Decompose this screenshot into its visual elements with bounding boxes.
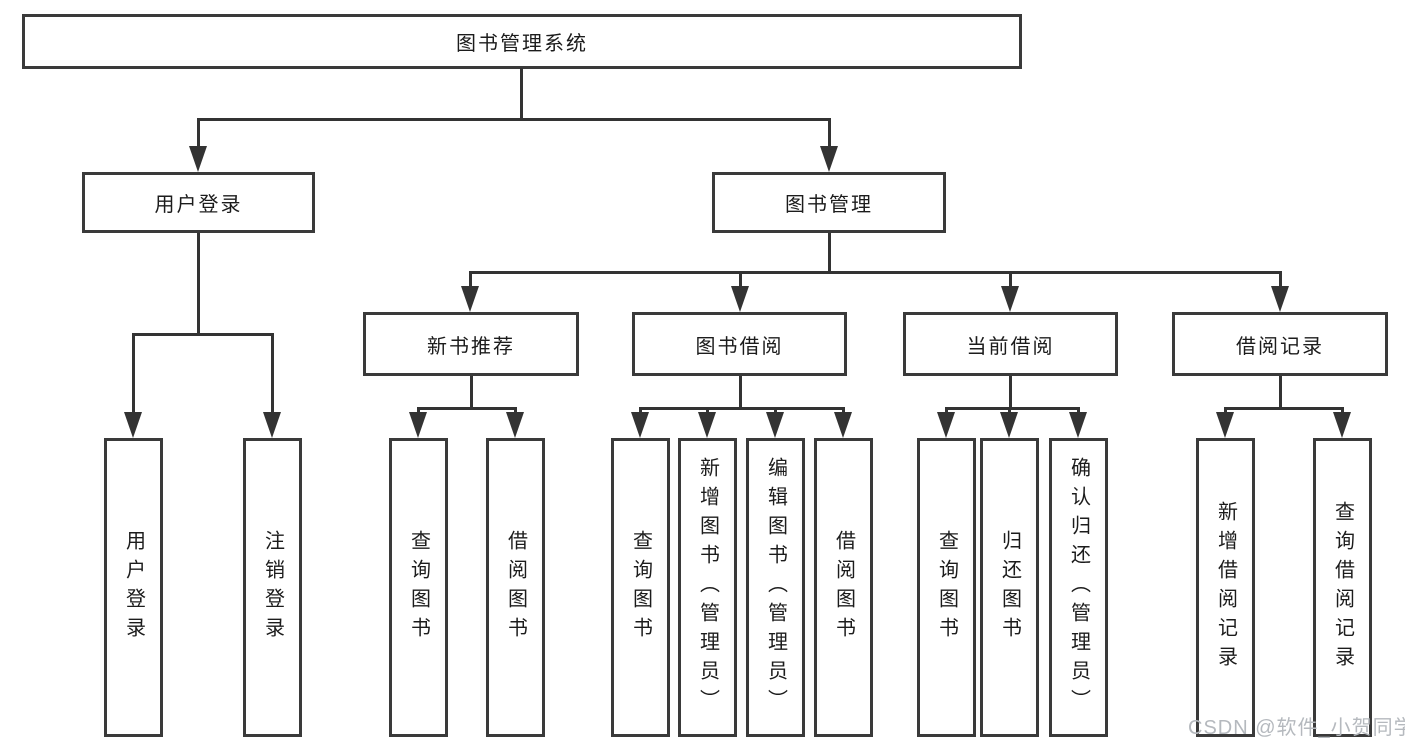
node-new-book-recommendation: 新书推荐	[363, 312, 579, 376]
arrow-down-icon	[834, 412, 852, 438]
arrow-down-icon	[1333, 412, 1351, 438]
connector-vline	[1279, 271, 1282, 289]
arrow-down-icon	[1001, 286, 1019, 312]
connector-hline	[469, 271, 1282, 274]
connector-vline	[1009, 271, 1012, 289]
connector-vline	[132, 333, 135, 416]
arrow-down-icon	[731, 286, 749, 312]
connector-vline	[197, 233, 200, 335]
leaf-edit-books-admin: 编辑图书（管理员）	[746, 438, 805, 737]
leaf-add-borrow-record: 新增借阅记录	[1196, 438, 1255, 737]
connector-hline	[639, 407, 845, 410]
leaf-logout: 注销登录	[243, 438, 302, 737]
leaf-return-books: 归还图书	[980, 438, 1039, 737]
connector-hline	[1224, 407, 1344, 410]
connector-vline	[828, 118, 831, 150]
arrow-down-icon	[766, 412, 784, 438]
leaf-query-borrow-record: 查询借阅记录	[1313, 438, 1372, 737]
connector-vline	[828, 233, 831, 274]
arrow-down-icon	[631, 412, 649, 438]
connector-vline	[197, 118, 200, 150]
leaf-user-login: 用户登录	[104, 438, 163, 737]
leaf-query-books-current: 查询图书	[917, 438, 976, 737]
connector-hline	[132, 333, 274, 336]
arrow-down-icon	[820, 146, 838, 172]
arrow-down-icon	[1069, 412, 1087, 438]
leaf-query-books-recommend: 查询图书	[389, 438, 448, 737]
connector-vline	[271, 333, 274, 416]
arrow-down-icon	[1271, 286, 1289, 312]
connector-hline	[197, 118, 831, 121]
leaf-query-books-borrow: 查询图书	[611, 438, 670, 737]
leaf-confirm-return-admin: 确认归还（管理员）	[1049, 438, 1108, 737]
connector-vline	[739, 376, 742, 410]
arrow-down-icon	[263, 412, 281, 438]
connector-vline	[1009, 376, 1012, 410]
node-book-management: 图书管理	[712, 172, 946, 233]
connector-vline	[1279, 376, 1282, 410]
leaf-borrow-books: 借阅图书	[814, 438, 873, 737]
arrow-down-icon	[461, 286, 479, 312]
connector-vline	[469, 271, 472, 289]
connector-vline	[470, 376, 473, 410]
connector-hline	[945, 407, 1080, 410]
arrow-down-icon	[189, 146, 207, 172]
arrow-down-icon	[937, 412, 955, 438]
connector-vline	[520, 68, 523, 120]
node-current-borrowing: 当前借阅	[903, 312, 1118, 376]
csdn-watermark: CSDN @软件_小贺同学	[1188, 717, 1405, 739]
arrow-down-icon	[506, 412, 524, 438]
leaf-borrow-books-recommend: 借阅图书	[486, 438, 545, 737]
node-book-borrowing: 图书借阅	[632, 312, 847, 376]
connector-vline	[739, 271, 742, 289]
arrow-down-icon	[1216, 412, 1234, 438]
leaf-add-books-admin: 新增图书（管理员）	[678, 438, 737, 737]
arrow-down-icon	[698, 412, 716, 438]
connector-hline	[417, 407, 517, 410]
arrow-down-icon	[124, 412, 142, 438]
node-borrowing-records: 借阅记录	[1172, 312, 1388, 376]
node-user-login: 用户登录	[82, 172, 315, 233]
node-library-management-system: 图书管理系统	[22, 14, 1022, 69]
arrow-down-icon	[1000, 412, 1018, 438]
arrow-down-icon	[409, 412, 427, 438]
